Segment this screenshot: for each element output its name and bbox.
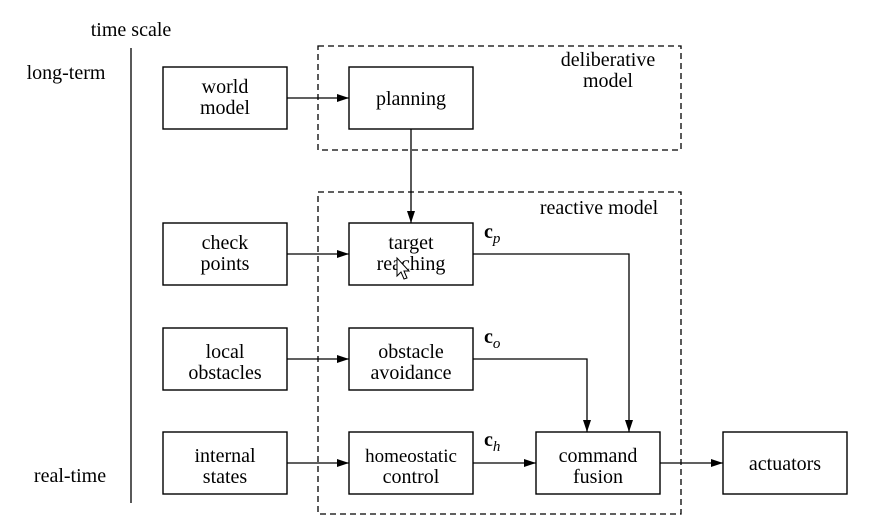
- arrow-target-reaching-to-command-fusion: [473, 253, 633, 432]
- time-scale-title: time scale: [91, 19, 172, 41]
- long-term-label: long-term: [27, 62, 106, 84]
- deliberative-model-label-line2: model: [583, 70, 633, 92]
- actuators-box: actuators: [722, 431, 848, 495]
- homeostatic-control-label-line2: control: [383, 466, 440, 488]
- internal-states-box: internal states: [162, 431, 288, 495]
- internal-states-label-line1: internal: [194, 445, 256, 467]
- check-points-label-line1: check: [202, 232, 249, 254]
- obstacle-avoidance-box: obstacle avoidance: [348, 327, 474, 391]
- world-model-label-line1: world: [202, 76, 249, 98]
- local-obstacles-label-line2: obstacles: [188, 362, 262, 384]
- actuators-label: actuators: [749, 453, 821, 475]
- world-model-box: world model: [162, 66, 288, 130]
- planning-box: planning: [348, 66, 474, 130]
- command-fusion-label-line1: command: [559, 445, 638, 467]
- mouse-cursor-icon: [396, 256, 411, 280]
- internal-states-label-line2: states: [203, 466, 248, 488]
- signal-co-label: co: [484, 326, 501, 352]
- homeostatic-control-box: homeostatic control: [348, 431, 474, 495]
- signal-ch-label: ch: [484, 429, 500, 455]
- homeostatic-control-label-line1: homeostatic: [365, 446, 457, 467]
- check-points-label-line2: points: [201, 253, 250, 275]
- reactive-model-label: reactive model: [540, 197, 659, 219]
- signal-cp-label: cp: [484, 221, 501, 247]
- command-fusion-box: command fusion: [535, 431, 661, 495]
- target-reaching-label-line2: reaching: [377, 253, 446, 275]
- reactive-model-region: [317, 191, 682, 515]
- local-obstacles-box: local obstacles: [162, 327, 288, 391]
- target-reaching-box: target reaching: [348, 222, 474, 286]
- obstacle-avoidance-label-line1: obstacle: [378, 341, 444, 363]
- command-fusion-label-line2: fusion: [573, 466, 623, 488]
- world-model-label-line2: model: [200, 97, 250, 119]
- planning-label: planning: [376, 88, 446, 110]
- deliberative-model-label-line1: deliberative: [561, 49, 656, 71]
- real-time-label: real-time: [34, 465, 106, 487]
- arrow-obstacle-avoidance-to-command-fusion: [473, 358, 591, 432]
- obstacle-avoidance-label-line2: avoidance: [370, 362, 451, 384]
- target-reaching-label-line1: target: [388, 232, 434, 254]
- check-points-box: check points: [162, 222, 288, 286]
- local-obstacles-label-line1: local: [206, 341, 245, 363]
